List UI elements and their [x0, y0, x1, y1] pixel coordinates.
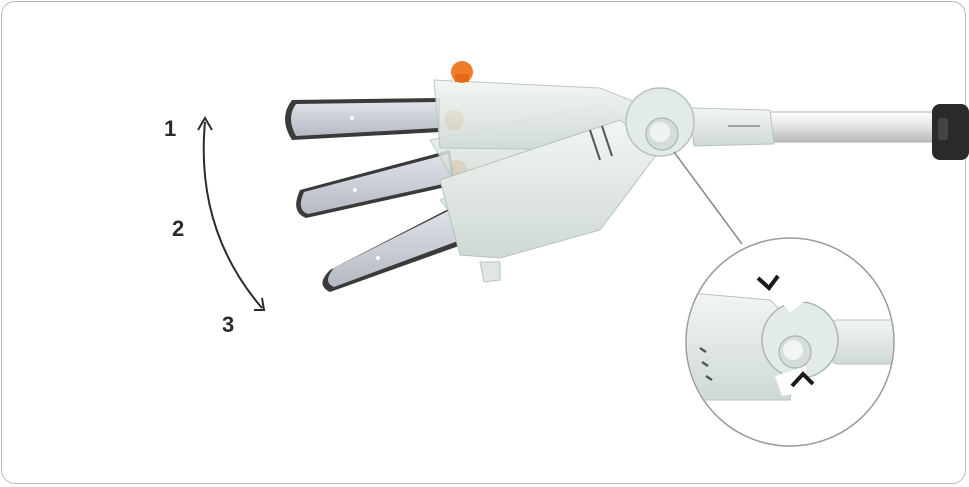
pole-shaft	[760, 112, 945, 142]
callout-line	[674, 152, 742, 244]
position-label-1: 1	[164, 118, 176, 140]
position-label-2: 2	[172, 218, 184, 240]
pivot-joint	[626, 88, 694, 156]
pole-collar	[690, 108, 774, 146]
pole-grip	[932, 104, 969, 160]
detail-magnifier	[680, 238, 910, 446]
position-label-3: 3	[222, 314, 234, 336]
rotation-arrow	[198, 118, 264, 310]
